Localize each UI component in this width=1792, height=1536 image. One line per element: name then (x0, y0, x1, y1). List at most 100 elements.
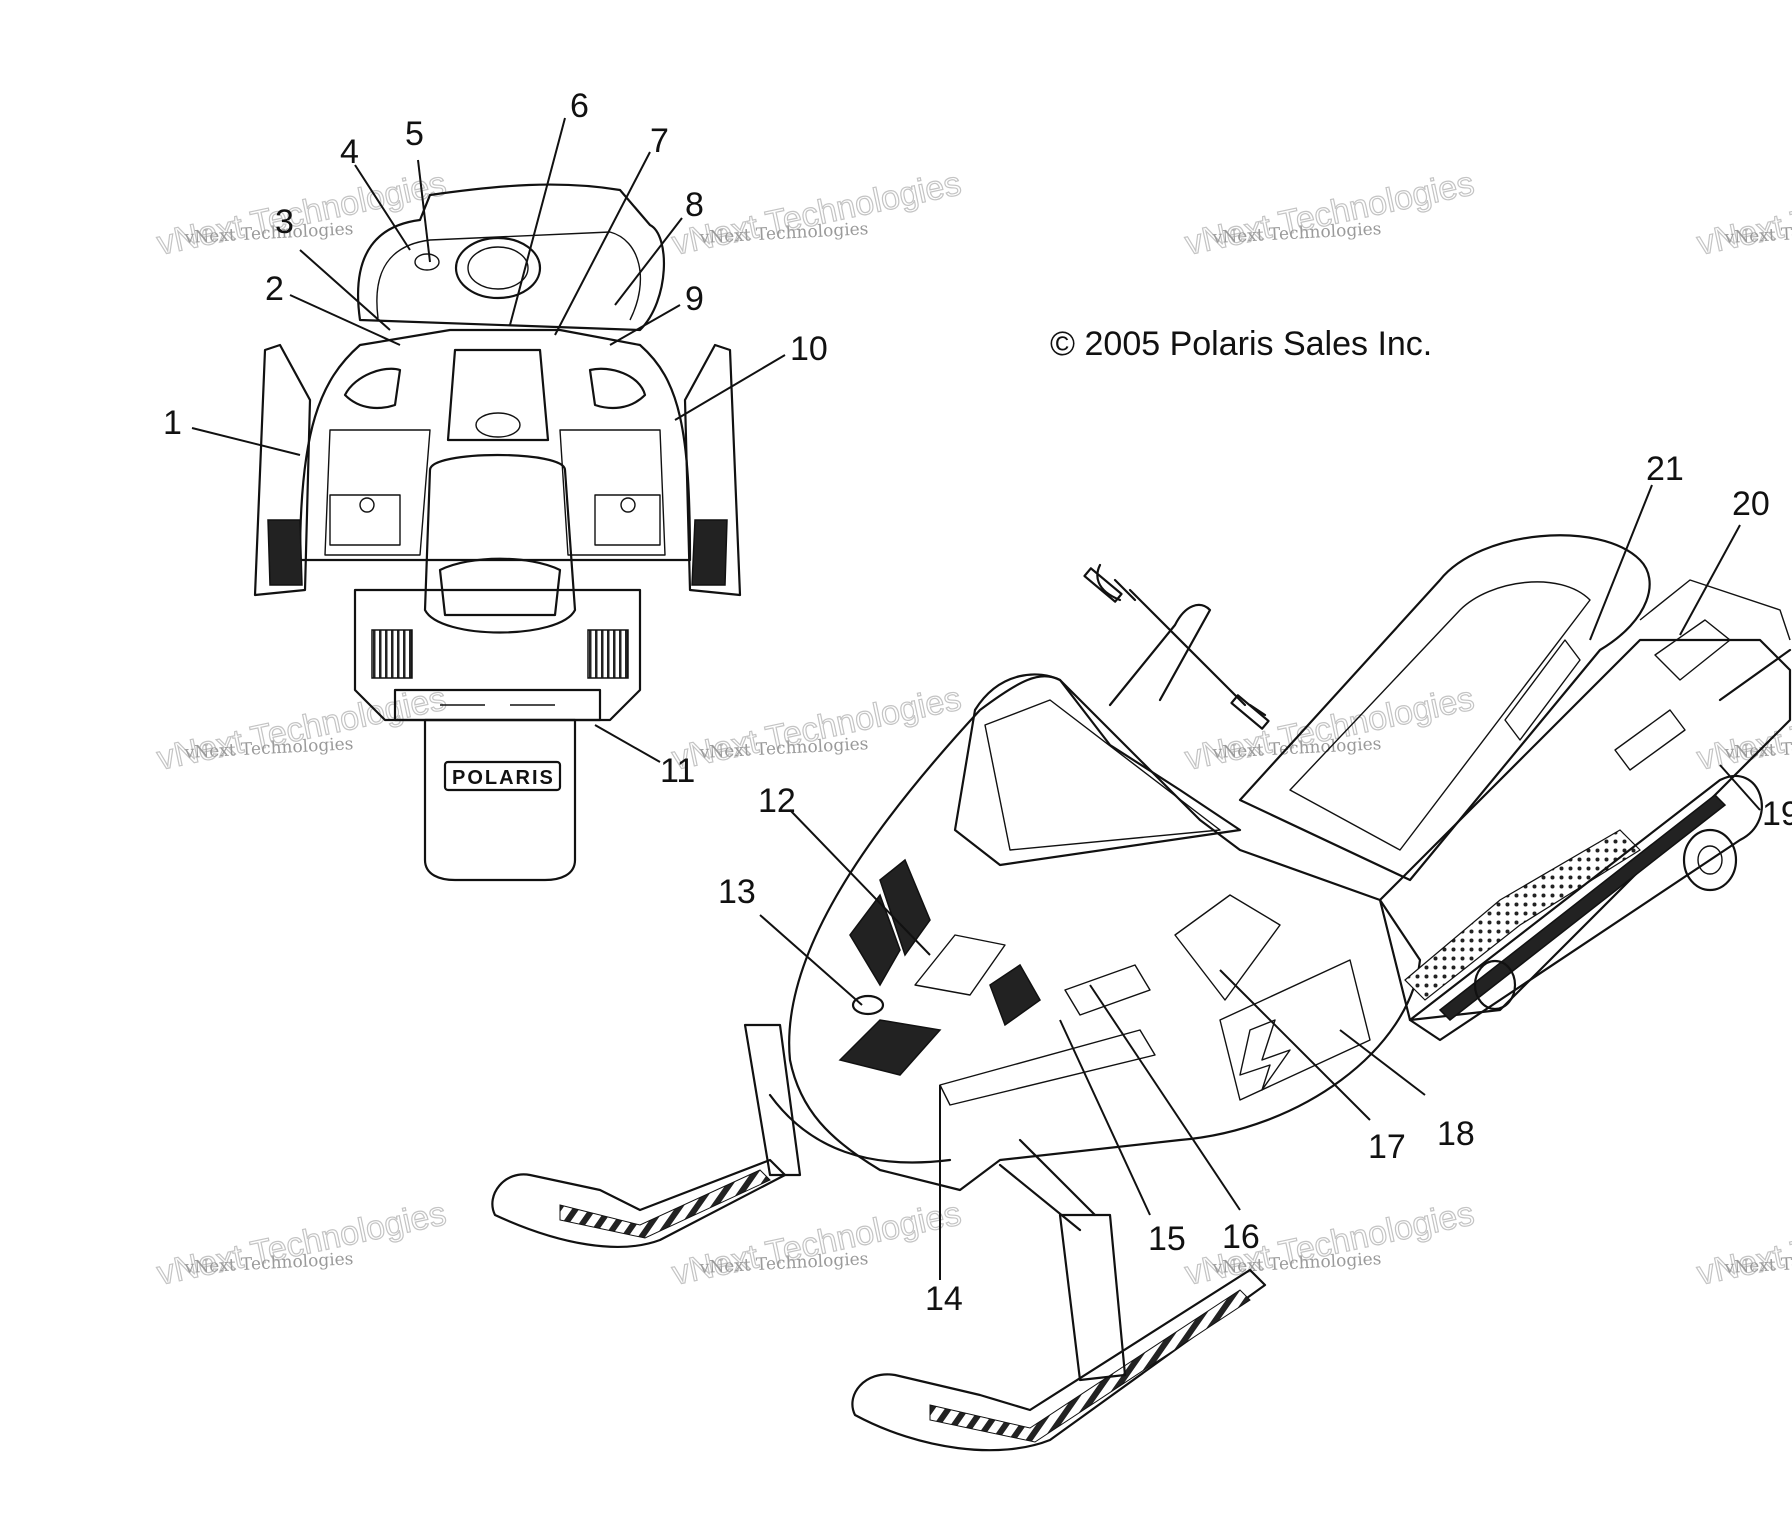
side-vent (989, 963, 1041, 1027)
windshield-inner (376, 231, 642, 321)
svg-text:vNext Technologies: vNext Technologies (154, 679, 450, 777)
ski-right (851, 1268, 1267, 1452)
leader-16 (1089, 984, 1241, 1211)
leader-2 (289, 294, 401, 346)
panel-decal-left (329, 494, 401, 546)
callout-12: 12 (758, 782, 796, 820)
hood-body (788, 675, 1422, 1192)
leader-7 (554, 151, 651, 336)
svg-text:vNext Technologies: vNext Technologies (669, 679, 965, 777)
watermark: vNext Technologies (1181, 164, 1478, 264)
callout-7: 7 (650, 122, 669, 160)
fastener (359, 497, 375, 513)
callout-21: 21 (1646, 450, 1684, 488)
lightning-bolt-decal (1239, 1019, 1291, 1091)
watermark: vNext Technologies (668, 1194, 965, 1294)
rear-grill-left (371, 629, 413, 679)
fuel-cap (475, 412, 521, 438)
hood-emblem (851, 994, 885, 1016)
rear-bumper (353, 588, 642, 722)
callout-13: 13 (718, 873, 756, 911)
watermark: vNext Technologies (153, 679, 450, 779)
side-view-drawing (491, 534, 1792, 1452)
side-decal-lower (939, 1029, 1156, 1106)
callout-9: 9 (685, 280, 704, 318)
grip-right (1230, 694, 1270, 730)
leader-21 (1589, 484, 1653, 641)
callout-19: 19 (1762, 795, 1792, 833)
callout-4: 4 (340, 133, 359, 171)
svg-text:vNext Technologies: vNext Technologies (154, 164, 450, 262)
seat (423, 453, 577, 634)
callout-20: 20 (1732, 485, 1770, 523)
hood-stripe-left (849, 893, 901, 987)
svg-text:vNext Technologies: vNext Technologies (669, 1194, 965, 1292)
leader-15 (1059, 1019, 1151, 1216)
leader-20 (1679, 524, 1741, 636)
svg-text:vNext Technologies: vNext Technologies (1694, 679, 1792, 777)
panel-decal-right (594, 494, 661, 546)
polaris-logo-text: POLARIS (452, 767, 555, 789)
side-panel-right (559, 429, 666, 556)
hood-stripe-mid (879, 858, 931, 957)
windshield-shape (357, 183, 665, 332)
callout-17: 17 (1368, 1128, 1406, 1166)
side-decal-upper (1064, 964, 1151, 1016)
callout-6: 6 (570, 87, 589, 125)
footrest-left (267, 519, 303, 586)
bumper-front (768, 1093, 952, 1164)
rear-decal (1654, 619, 1731, 681)
windshield (953, 673, 1242, 867)
leader-6 (509, 117, 566, 326)
leader-1 (191, 427, 301, 456)
leader-17 (1219, 969, 1371, 1121)
rear-grill-right (587, 629, 629, 679)
leader-4 (354, 164, 411, 251)
callout-10: 10 (790, 330, 828, 368)
svg-text:vNext Technologies: vNext Technologies (1182, 164, 1478, 262)
grip-left (1083, 567, 1123, 603)
seat-top (1289, 581, 1591, 851)
svg-text:vNext Technologies: vNext Technologies (669, 164, 965, 262)
footrest-right (691, 519, 728, 586)
spindle-left (743, 1023, 802, 1177)
tunnel (1378, 638, 1792, 1022)
svg-text:vNext Technologies: vNext Technologies (1694, 1194, 1792, 1292)
rear-idler-wheel (1682, 828, 1738, 892)
rear-grab-bar (393, 688, 602, 722)
leader-5 (417, 159, 431, 263)
vent-right (588, 367, 647, 410)
leader-19 (1719, 764, 1761, 811)
leader-lines (191, 117, 1761, 1280)
ski-left-tread (559, 1169, 771, 1239)
leader-8 (614, 217, 683, 306)
callout-18: 18 (1437, 1115, 1475, 1153)
rear-bumper (1718, 648, 1792, 702)
svg-text:vNext Technologies: vNext Technologies (1182, 679, 1478, 777)
leader-9 (609, 304, 681, 346)
leader-3 (299, 249, 391, 331)
callout-15: 15 (1148, 1220, 1186, 1258)
vent-left (343, 367, 402, 410)
mirror-decal (414, 253, 440, 271)
a-arm (998, 1138, 1097, 1232)
handguard-left (253, 343, 312, 597)
tunnel-vent-dots (1404, 829, 1641, 1001)
svg-text:vNext Technologies: vNext Technologies (154, 1194, 450, 1292)
rear-view-drawing: POLARIS (253, 183, 742, 882)
leader-13 (759, 914, 863, 1006)
seat (1238, 534, 1651, 882)
watermark: vNext Technologies (1693, 1194, 1792, 1294)
snow-flap (423, 718, 577, 882)
copyright-notice: © 2005 Polaris Sales Inc. (1050, 325, 1432, 363)
leader-18 (1339, 1029, 1426, 1096)
leader-12 (789, 809, 931, 956)
svg-text:vNext Technologies: vNext Technologies (1694, 164, 1792, 262)
track (1408, 774, 1763, 1042)
callout-11: 11 (660, 752, 695, 790)
hood-decal (914, 934, 1006, 996)
watermark: vNext Technologies (1693, 679, 1792, 779)
seat-rear (438, 557, 562, 617)
fastener (620, 497, 636, 513)
watermark: vNext Technologies (153, 164, 450, 264)
